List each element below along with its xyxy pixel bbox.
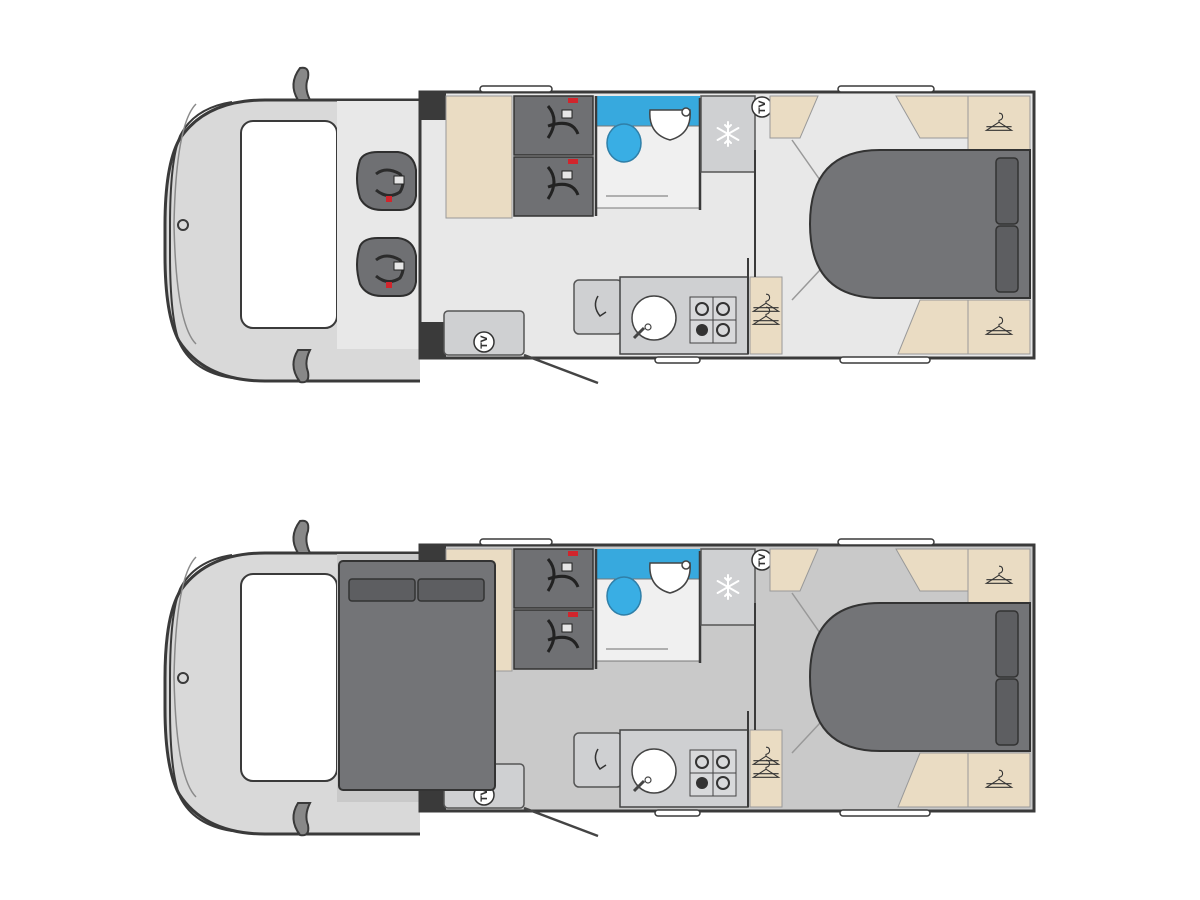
pillow <box>417 578 485 602</box>
basin-tap <box>681 107 691 117</box>
belt-anchor <box>568 551 578 556</box>
belt-buckle <box>561 562 573 572</box>
window-top <box>837 538 935 546</box>
tv-label: TV <box>758 100 768 113</box>
pillar-top <box>420 92 446 120</box>
belt-buckle <box>561 109 573 119</box>
dinette-bench <box>445 95 513 219</box>
bed-step-lines <box>791 139 821 301</box>
washbasin <box>649 109 691 141</box>
pillow <box>995 157 1019 225</box>
cab-seat-left <box>355 150 418 212</box>
pillow <box>995 678 1019 746</box>
pillow <box>995 225 1019 293</box>
mirror-right <box>292 802 312 837</box>
toilet <box>606 123 642 163</box>
sink-drain <box>644 776 652 784</box>
seatbelt <box>546 619 580 653</box>
seatbelt <box>546 166 580 200</box>
entrance-door <box>523 806 599 838</box>
swivel-seat-base <box>573 732 623 788</box>
tv-label: TV <box>480 335 490 348</box>
cab-bumper-line <box>169 554 233 832</box>
cab-grille-line <box>173 103 197 345</box>
pillar-bottom <box>420 322 446 358</box>
swivel-arrow <box>594 295 607 318</box>
pillow <box>348 578 416 602</box>
pillow <box>995 610 1019 678</box>
window-bottom <box>654 809 701 817</box>
belt-anchor <box>568 159 578 164</box>
window-top <box>479 85 553 93</box>
window-top <box>837 85 935 93</box>
bed-step-lines <box>791 592 821 754</box>
hob-icon <box>689 296 737 344</box>
window-bottom <box>654 356 701 364</box>
mirror-right <box>292 349 312 384</box>
badge-logo <box>177 219 189 231</box>
tv-label: TV <box>480 788 490 801</box>
wardrobe-top <box>967 548 1031 604</box>
floorplan-day-layout: TV TV <box>163 66 1036 385</box>
rear-bed <box>808 149 1031 299</box>
kitchen-tap <box>632 326 646 340</box>
badge-logo <box>177 672 189 684</box>
tv-icon <box>473 331 495 353</box>
basin-tap <box>681 560 691 570</box>
swivel-seat-base <box>573 279 623 335</box>
wardrobe-bottom <box>967 752 1031 808</box>
windscreen <box>240 120 338 329</box>
hob-icon <box>689 749 737 797</box>
wardrobe-top <box>967 95 1031 151</box>
belt-buckle <box>561 623 573 633</box>
tv-label: TV <box>758 553 768 566</box>
rear-bed <box>808 602 1031 752</box>
sink-drain <box>644 323 652 331</box>
entrance-door <box>523 353 599 385</box>
cab-floor <box>337 101 427 349</box>
cab-bumper-line <box>169 101 233 379</box>
mirror-left <box>292 66 312 101</box>
cabinet-wedge <box>769 95 819 139</box>
drop-down-bed <box>338 560 496 791</box>
kitchen-wardrobe <box>749 276 783 355</box>
window-top <box>479 538 553 546</box>
swivel-arrow <box>594 748 607 771</box>
seatbelt <box>546 105 580 139</box>
wardrobe-bottom <box>967 299 1031 355</box>
washbasin <box>649 562 691 594</box>
windscreen <box>240 573 338 782</box>
mirror-left <box>292 519 312 554</box>
belt-buckle <box>561 170 573 180</box>
window-bottom <box>839 809 931 817</box>
window-bottom <box>839 356 931 364</box>
toilet <box>606 576 642 616</box>
cab-grille-line <box>173 556 197 798</box>
belt-anchor <box>568 612 578 617</box>
cab-seat-right <box>355 236 418 298</box>
kitchen-tap <box>632 779 646 793</box>
floorplan-night-layout: TV TV <box>163 519 1036 838</box>
cabinet-wedge <box>769 548 819 592</box>
belt-anchor <box>568 98 578 103</box>
seatbelt <box>546 558 580 592</box>
